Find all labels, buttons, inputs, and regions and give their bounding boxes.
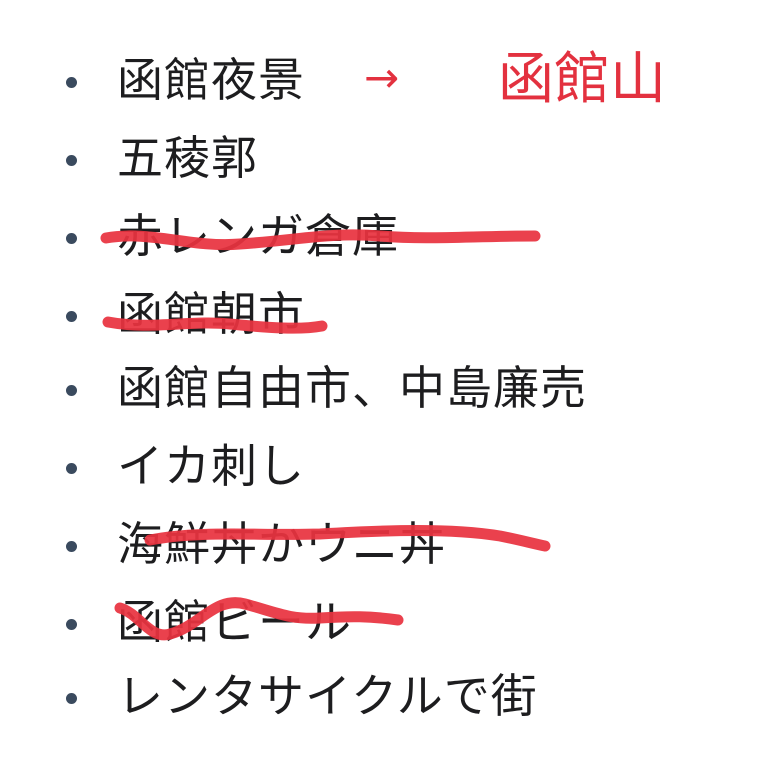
list-item-text: 海鮮丼かウニ丼: [117, 517, 446, 571]
bullet-dot: [66, 619, 77, 630]
handwritten-annotation: 函館山: [498, 47, 666, 112]
list-item: 五稜郭: [0, 120, 767, 196]
list-item: レンタサイクルで街: [0, 658, 767, 734]
bullet-dot: [66, 693, 77, 704]
bullet-dot: [66, 311, 77, 322]
list-item-text: 五稜郭: [117, 131, 258, 185]
bullet-dot: [66, 463, 77, 474]
list-item: イカ刺し: [0, 428, 767, 504]
list-item: 函館朝市: [0, 276, 767, 352]
bullet-dot: [66, 385, 77, 396]
list-item-text: レンタサイクルで街: [117, 669, 538, 723]
list-item-text: イカ刺し: [117, 439, 305, 493]
list-item: 函館ビール: [0, 584, 767, 660]
list-item-text: 赤レンガ倉庫: [117, 209, 399, 263]
bullet-dot: [66, 541, 77, 552]
arrow-icon: →: [364, 53, 400, 102]
list-item: 函館自由市、中島廉売: [0, 350, 767, 426]
list-item: 函館夜景 → 函館山: [0, 42, 767, 118]
list-item-text: 函館ビール: [117, 595, 352, 649]
bullet-dot: [66, 155, 77, 166]
list-item: 赤レンガ倉庫: [0, 198, 767, 274]
list-item-text: 函館自由市、中島廉売: [117, 361, 587, 415]
list-item: 海鮮丼かウニ丼: [0, 506, 767, 582]
list-item-text: 函館夜景: [117, 53, 305, 107]
bullet-dot: [66, 233, 77, 244]
bullet-dot: [66, 77, 77, 88]
list-item-text: 函館朝市: [117, 287, 305, 341]
